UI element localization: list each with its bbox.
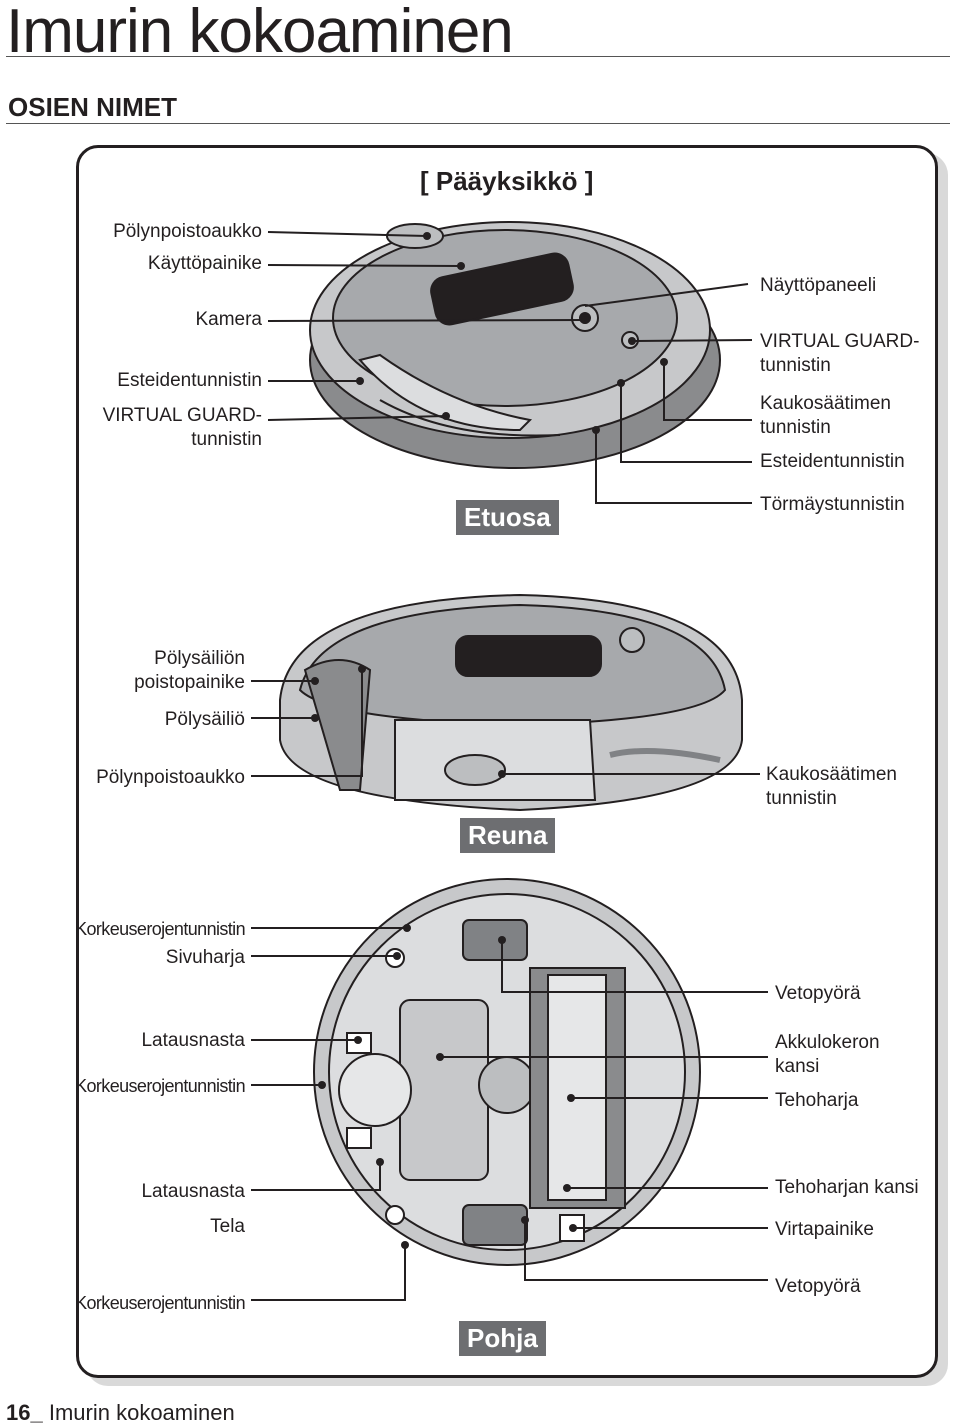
- title-rule: [6, 56, 950, 57]
- label-display-panel: Näyttöpaneeli: [760, 275, 877, 296]
- label-power-button: Virtapainike: [775, 1219, 874, 1240]
- side-view-robot: [279, 593, 743, 812]
- label-dustbin-release-2: poistopainike: [134, 672, 245, 693]
- label-remote-sensor-side: Kaukosäätimen: [766, 764, 897, 785]
- label-dust-outlet: Pölynpoistoaukko: [113, 221, 262, 242]
- label-power-brush-cover: Tehoharjan kansi: [775, 1177, 919, 1198]
- label-operation-button: Käyttöpainike: [147, 253, 262, 274]
- label-drive-wheel-1: Vetopyörä: [775, 983, 861, 1004]
- label-drive-wheel-2: Vetopyörä: [775, 1276, 861, 1297]
- label-obstacle-sensor: Esteidentunnistin: [117, 370, 262, 391]
- label-virtual-guard-sensor-right: VIRTUAL GUARD-: [760, 331, 920, 352]
- label-virtual-guard-sensor-right-2: tunnistin: [760, 355, 831, 376]
- label-virtual-guard-sensor: VIRTUAL GUARD-: [102, 405, 262, 426]
- label-camera: Kamera: [195, 309, 262, 330]
- tag-front: Etuosa: [456, 500, 559, 535]
- tag-bottom: Pohja: [459, 1321, 546, 1356]
- label-charging-pin-2: Latausnasta: [141, 1181, 245, 1202]
- footer-text: Imurin kokoaminen: [48, 1400, 235, 1425]
- label-virtual-guard-sensor-2: tunnistin: [191, 429, 262, 450]
- label-battery-cover-2: kansi: [775, 1056, 820, 1077]
- front-view-robot: [309, 221, 721, 469]
- label-remote-sensor-side-2: tunnistin: [766, 788, 837, 809]
- section-rule: [6, 123, 950, 124]
- label-remote-sensor: Kaukosäätimen: [760, 393, 891, 414]
- label-dustbin-release: Pölysäiliön: [154, 648, 245, 669]
- label-bumper-sensor: Törmäystunnistin: [760, 494, 905, 515]
- label-dust-outlet-side: Pölynpoistoaukko: [96, 767, 245, 788]
- main-unit-header: [ Pääyksikkö ]: [420, 166, 594, 196]
- label-dustbin: Pölysäiliö: [164, 709, 245, 730]
- label-charging-pin-1: Latausnasta: [141, 1030, 245, 1051]
- page-number: 16_: [6, 1400, 43, 1425]
- tag-side: Reuna: [460, 818, 556, 853]
- label-obstacle-sensor-right: Esteidentunnistin: [760, 451, 905, 472]
- section-heading: OSIEN NIMET: [8, 92, 178, 122]
- label-cliff-sensor-2: Korkeuserojentunnistin: [75, 1076, 246, 1096]
- label-cliff-sensor-1: Korkeuserojentunnistin: [75, 919, 246, 939]
- label-battery-cover: Akkulokeron: [775, 1032, 880, 1053]
- page-title: Imurin kokoaminen: [6, 0, 514, 66]
- page-footer: 16_ Imurin kokoaminen: [6, 1400, 235, 1426]
- label-remote-sensor-2: tunnistin: [760, 417, 831, 438]
- label-power-brush: Tehoharja: [775, 1090, 859, 1111]
- label-cliff-sensor-3: Korkeuserojentunnistin: [75, 1293, 246, 1313]
- label-roller: Tela: [210, 1216, 245, 1237]
- bottom-view-robot: [313, 878, 701, 1266]
- label-side-brush: Sivuharja: [165, 947, 245, 968]
